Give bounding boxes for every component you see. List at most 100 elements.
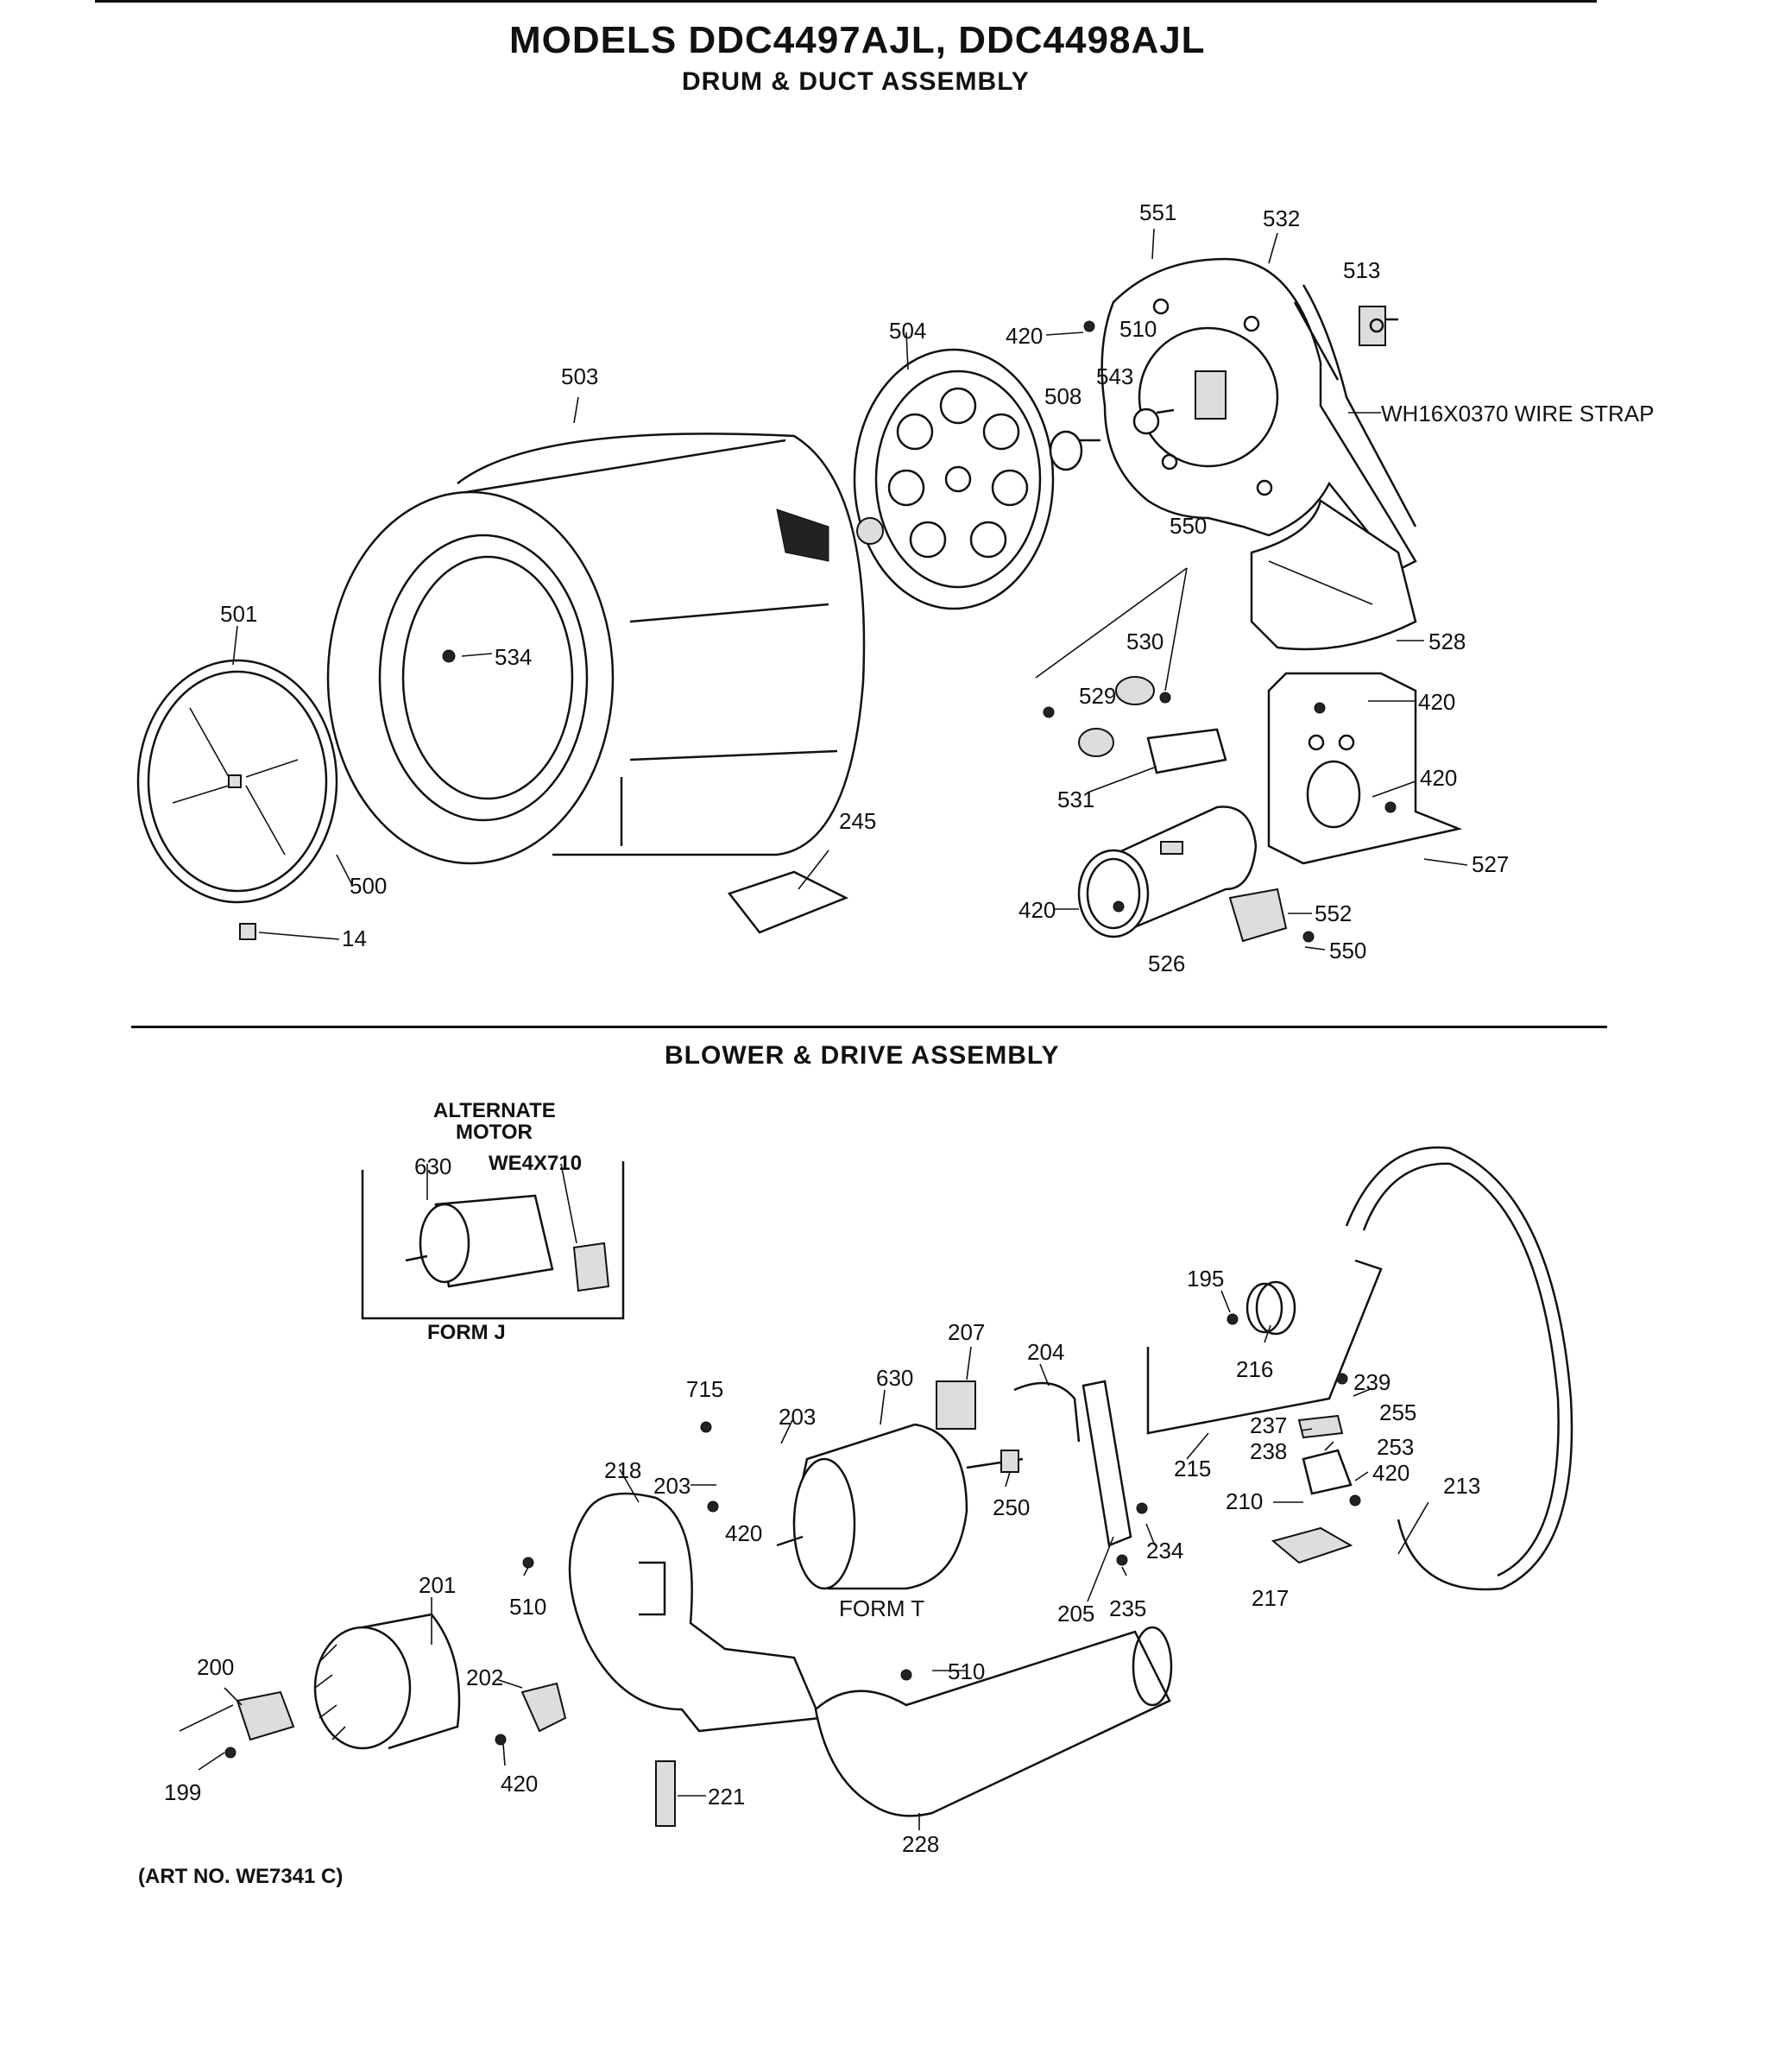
- drum-part-labels: 551 532 513 420 510 504 543 508 503 WH16…: [220, 199, 1654, 976]
- centrifugal-switch-207: [936, 1380, 976, 1430]
- label-228: 228: [902, 1831, 939, 1857]
- label-529: 529: [1079, 683, 1116, 709]
- label-215: 215: [1174, 1456, 1211, 1481]
- bearing-508: [1049, 430, 1100, 471]
- inset-label-630: 630: [414, 1153, 451, 1179]
- filter-seal-221: [655, 1760, 676, 1827]
- felt-pad-245: [727, 870, 849, 934]
- label-216: 216: [1236, 1356, 1273, 1382]
- page-title: MODELS DDC4497AJL, DDC4498AJL: [509, 19, 1206, 61]
- inset-title-line2: MOTOR: [456, 1121, 533, 1144]
- blower-wheel-201: [313, 1613, 461, 1750]
- label-531: 531: [1057, 786, 1094, 812]
- heater-element-526: [1077, 805, 1258, 938]
- label-532: 532: [1263, 205, 1300, 231]
- label-239: 239: [1353, 1369, 1390, 1395]
- drive-belt-213: [1345, 1146, 1573, 1591]
- label-201: 201: [419, 1572, 456, 1598]
- label-199: 199: [164, 1779, 201, 1805]
- alternate-motor-inset: [361, 1161, 625, 1320]
- label-210: 210: [1226, 1488, 1263, 1514]
- label-550-a: 550: [1170, 513, 1207, 539]
- thermostat-group: [1043, 676, 1227, 774]
- label-510-a: 510: [1119, 316, 1157, 342]
- label-245: 245: [839, 808, 876, 834]
- top-rule: [95, 0, 1597, 3]
- label-255: 255: [1379, 1399, 1416, 1425]
- label-195: 195: [1187, 1266, 1224, 1292]
- label-237: 237: [1250, 1412, 1287, 1438]
- exhaust-duct: [1250, 498, 1417, 651]
- label-500: 500: [350, 873, 387, 899]
- inset-title-line1: ALTERNATE: [433, 1099, 556, 1122]
- seal-202: [520, 1682, 567, 1733]
- label-420-a: 420: [1006, 323, 1043, 349]
- label-wire-strap: WH16X0370 WIRE STRAP: [1381, 401, 1654, 426]
- section-title-blower-drive: BLOWER & DRIVE ASSEMBLY: [665, 1041, 1060, 1070]
- label-238: 238: [1250, 1438, 1287, 1464]
- blower-housing-218: [568, 1492, 822, 1733]
- label-420-c: 420: [1420, 765, 1457, 791]
- label-513: 513: [1343, 257, 1380, 283]
- alternate-motor: [405, 1194, 610, 1292]
- motor-mount-205: [1013, 1380, 1132, 1547]
- label-420-d: 420: [1018, 897, 1056, 923]
- art-number: (ART NO. WE7341 C): [138, 1865, 344, 1888]
- label-form-t: FORM T: [839, 1595, 924, 1621]
- label-217: 217: [1252, 1585, 1289, 1611]
- blower-part-labels: 630 207 204 195 715 630 203 216 239 255 …: [164, 1153, 1480, 1857]
- idler-bracket-group: [1271, 1414, 1353, 1564]
- label-218: 218: [604, 1457, 641, 1483]
- bracket-200: [236, 1690, 295, 1741]
- label-503: 503: [561, 363, 598, 389]
- clip-14: [239, 923, 256, 940]
- hardware-screws: [224, 320, 1397, 1759]
- drum-rear-plate: [853, 348, 1055, 610]
- drum: [326, 433, 866, 865]
- idler-arm-215: [1146, 1259, 1383, 1435]
- label-534: 534: [495, 644, 532, 670]
- label-204: 204: [1027, 1339, 1064, 1365]
- thermostat-513: [1359, 306, 1398, 346]
- exhaust-duct-228: [814, 1626, 1173, 1817]
- label-510-blower-b: 510: [948, 1658, 985, 1684]
- label-504: 504: [889, 318, 926, 344]
- label-550-b: 550: [1329, 938, 1366, 963]
- inset-caption-form-j: FORM J: [427, 1321, 506, 1344]
- label-420-b: 420: [1418, 689, 1455, 715]
- label-221: 221: [708, 1784, 745, 1810]
- label-630: 630: [876, 1365, 913, 1391]
- label-207: 207: [948, 1319, 985, 1345]
- label-527: 527: [1472, 851, 1509, 877]
- label-510-blower-a: 510: [509, 1594, 546, 1620]
- terminal-block-552: [1228, 888, 1288, 943]
- label-715: 715: [686, 1376, 723, 1402]
- label-551: 551: [1139, 199, 1176, 225]
- label-420-a-blower: 420: [1372, 1460, 1409, 1486]
- label-420-b-blower: 420: [725, 1520, 762, 1546]
- label-552: 552: [1315, 900, 1352, 926]
- label-234: 234: [1146, 1538, 1183, 1563]
- label-202: 202: [466, 1665, 503, 1690]
- label-501: 501: [220, 601, 257, 627]
- label-200: 200: [197, 1654, 234, 1680]
- shaft-543: [1132, 407, 1175, 435]
- label-203-a: 203: [779, 1404, 816, 1430]
- section-title-drum-duct: DRUM & DUCT ASSEMBLY: [682, 67, 1030, 96]
- front-seal-ring: [136, 659, 338, 904]
- label-530: 530: [1126, 629, 1163, 654]
- idler-pulley-216: [1245, 1280, 1296, 1336]
- label-250: 250: [993, 1494, 1030, 1520]
- label-508: 508: [1044, 383, 1081, 409]
- leader-lines: [179, 228, 1468, 1830]
- section-divider: [131, 1026, 1607, 1028]
- label-253: 253: [1377, 1434, 1414, 1460]
- label-213: 213: [1443, 1473, 1480, 1499]
- label-420-c-blower: 420: [501, 1771, 538, 1797]
- label-543: 543: [1096, 363, 1133, 389]
- rear-bulkhead-duct: [1100, 257, 1417, 572]
- label-528: 528: [1428, 629, 1466, 654]
- label-14: 14: [342, 925, 367, 951]
- drive-belt-inner: [1362, 1162, 1560, 1577]
